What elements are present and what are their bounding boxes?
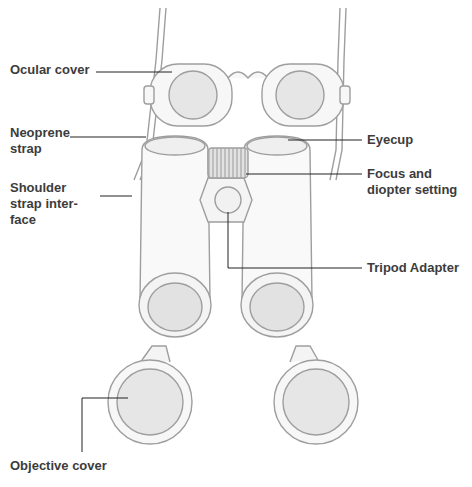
strap-loop xyxy=(340,86,350,104)
objective-rim xyxy=(139,273,211,337)
leader-line xyxy=(82,398,128,452)
objective-cover xyxy=(274,360,358,444)
illustration-lines xyxy=(108,8,358,444)
strap-loop xyxy=(144,86,154,104)
leader-line xyxy=(228,212,362,268)
eyecup xyxy=(145,137,205,155)
hinge-bridge xyxy=(200,178,252,222)
tripod-adapter xyxy=(215,187,241,213)
ocular-lens xyxy=(276,71,324,119)
part-label: Tripod Adapter xyxy=(367,260,467,276)
cover-disc xyxy=(117,369,183,435)
cover-disc xyxy=(283,369,349,435)
objective-rim xyxy=(241,273,313,337)
part-label: Ocular cover xyxy=(10,62,90,78)
ocular-lens xyxy=(169,71,217,119)
leader-line xyxy=(70,137,146,138)
focus-wheel xyxy=(208,148,248,178)
leader-line xyxy=(246,174,362,175)
part-label: Objective cover xyxy=(10,458,170,474)
objective-lens xyxy=(250,283,304,331)
ocular-cover xyxy=(150,64,232,126)
ocular-cover xyxy=(262,64,344,126)
leader-line xyxy=(100,196,132,197)
part-label: Eyecup xyxy=(367,132,467,148)
objective-cover xyxy=(108,360,192,444)
part-label: Shoulder strap inter- face xyxy=(10,180,96,228)
leader-lines xyxy=(70,72,362,452)
part-label: Neoprene strap xyxy=(10,125,90,157)
objective-lens xyxy=(148,283,202,331)
part-label: Focus and diopter setting xyxy=(367,166,467,198)
leader-line xyxy=(288,140,362,141)
ocular-bridge xyxy=(228,72,268,78)
leader-line xyxy=(96,72,172,73)
